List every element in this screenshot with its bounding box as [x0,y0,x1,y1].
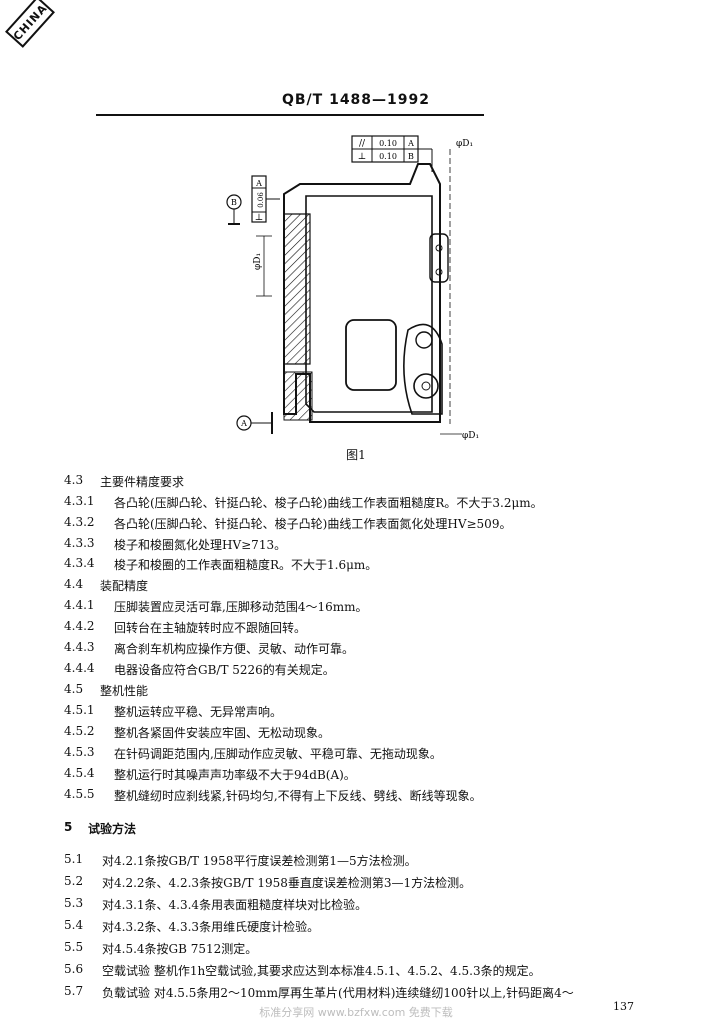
tol-left-datum: A [255,179,262,188]
line-number: 4.3.2 [64,515,95,529]
housing-section [283,163,449,423]
line-text: 对4.2.1条按GB/T 1958平行度误差检测第1—5方法检测。 [102,854,417,868]
dim-d1-left: φD₁ [253,253,263,270]
line-text: 试验方法 [88,822,137,836]
line-text: 各凸轮(压脚凸轮、针挺凸轮、梭子凸轮)曲线工作表面氮化处理HV≥509。 [114,517,512,531]
line-text: 装配精度 [100,579,149,593]
line-number: 4.4 [64,577,84,591]
tol-top-sym-2: ⊥ [358,152,366,162]
line-number: 4.4.3 [64,640,95,654]
tolerance-frame-top: // 0.10 A ⊥ 0.10 B [351,135,433,172]
line-text: 主要件精度要求 [100,475,185,489]
line-number: 4.5.3 [64,745,95,759]
datum-b-label: B [231,198,237,207]
stamp-text: CHINA [10,1,50,43]
line-number: 4.3 [64,473,84,487]
line-number: 5.3 [64,896,84,910]
line-number: 4.5.1 [64,703,95,717]
line-text: 回转台在主轴旋转时应不跟随回转。 [114,621,307,635]
line-number: 4.3.3 [64,536,95,550]
line-text: 离合刹车机构应操作方便、灵敏、动作可靠。 [114,642,355,656]
line-text: 整机各紧固件安装应牢固、无松动现象。 [114,726,331,740]
tol-top-val-1: 0.10 [379,139,397,148]
line-text: 电器设备应符合GB/T 5226的有关规定。 [114,663,335,677]
header-rule [96,114,484,116]
page-number: 137 [613,1000,634,1013]
line-number: 5.7 [64,984,84,998]
datum-a-label: A [240,419,247,428]
dim-d1-bottom: φD₁ [462,431,479,441]
tol-left-val: 0.06 [257,192,265,208]
line-text: 压脚装置应灵活可靠,压脚移动范围4～16mm。 [114,600,368,614]
tol-left-sym: ⊥ [255,213,263,223]
line-text: 对4.2.2条、4.2.3条按GB/T 1958垂直度误差检测第3—1方法检测。 [102,876,472,890]
line-number: 4.3.4 [64,556,95,570]
line-number: 5.6 [64,962,84,976]
line-text: 梭子和梭圈氮化处理HV≥713。 [114,538,287,552]
line-text: 对4.5.4条按GB 7512测定。 [102,942,258,956]
line-number: 5.4 [64,918,84,932]
line-number: 5.2 [64,874,84,888]
line-text: 对4.3.2条、4.3.3条用维氏硬度计检验。 [102,920,320,934]
line-number: 4.5.5 [64,787,95,801]
line-number: 4.5.2 [64,724,95,738]
line-number: 4.5.4 [64,766,95,780]
line-text: 梭子和梭圈的工作表面粗糙度R。不大于1.6μm。 [114,558,378,572]
line-number: 4.4.4 [64,661,95,675]
line-text: 对4.3.1条、4.3.4条用表面粗糙度样块对比检验。 [102,898,368,912]
line-number: 4.4.2 [64,619,95,633]
tol-top-datum-2: B [408,152,414,161]
line-number: 4.3.1 [64,494,95,508]
line-number: 5 [64,820,73,834]
line-text: 整机性能 [100,684,149,698]
line-text: 整机缝纫时应刹线紧,针码均匀,不得有上下反线、劈线、断线等现象。 [114,789,482,803]
line-text: 整机运行时其噪声声功率级不大于94dB(A)。 [114,768,356,782]
tol-top-datum-1: A [407,139,414,148]
watermark: 标准分享网 www.bzfxw.com 免费下载 [259,1006,453,1019]
line-number: 4.4.1 [64,598,95,612]
line-number: 5.5 [64,940,84,954]
figure-caption: 图1 [346,448,366,462]
china-stamp: CHINA [5,0,55,48]
line-text: 各凸轮(压脚凸轮、针挺凸轮、梭子凸轮)曲线工作表面粗糙度R。不大于3.2μm。 [114,496,543,510]
line-text: 负载试验 对4.5.5条用2～10mm厚再生革片(代用材料)连续缝纫100针以上… [102,986,574,1000]
tolerance-frame-left: A 0.06 ⊥ [251,175,280,223]
dim-d1-top: φD₁ [456,139,473,149]
line-number: 5.1 [64,852,84,866]
line-text: 整机运转应平稳、无异常声响。 [114,705,283,719]
standard-header: QB/T 1488—1992 [281,92,431,108]
technical-drawing: // 0.10 A ⊥ 0.10 B φD₁ A 0.06 ⊥ B φD₁ [226,135,479,441]
line-text: 空载试验 整机作1h空载试验,其要求应达到本标准4.5.1、4.5.2、4.5.… [102,964,541,978]
tol-top-val-2: 0.10 [379,152,397,161]
line-text: 在针码调距范围内,压脚动作应灵敏、平稳可靠、无拖动现象。 [114,747,442,761]
line-number: 4.5 [64,682,84,696]
tol-top-sym-1: // [359,139,366,149]
